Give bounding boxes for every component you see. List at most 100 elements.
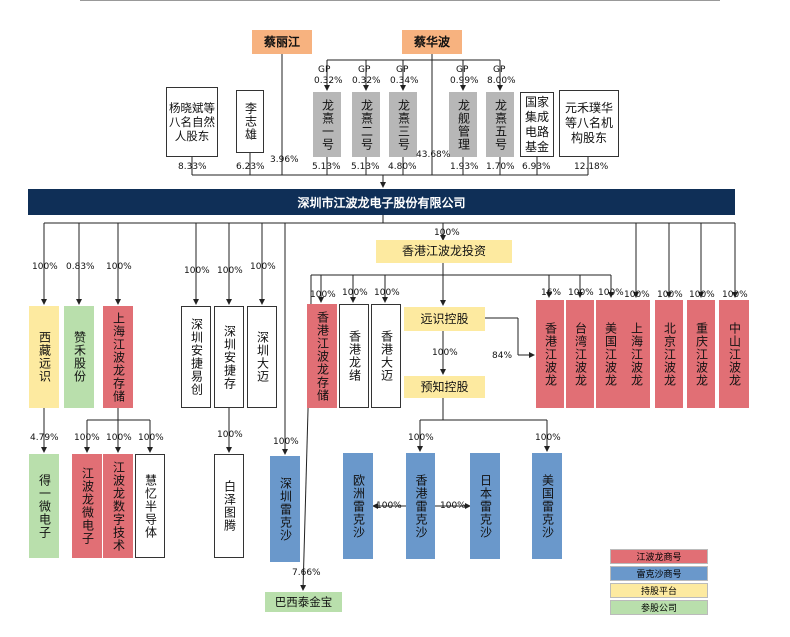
pct-jbl-micro: 100% [74, 433, 100, 443]
xizang-box: 西藏远识 [29, 306, 59, 408]
bj-jbl-box: 北京江波龙 [655, 300, 683, 408]
pct-deyi: 4.79% [30, 433, 59, 443]
pct-sz-anjieyichuang: 100% [184, 266, 210, 276]
hk-longxu-box: 香港龙绪 [339, 304, 369, 408]
pct-xizang: 100% [32, 262, 58, 272]
gp-label: GP [456, 65, 469, 75]
longxi5-box: 龙熹五号 [486, 92, 514, 157]
yang-xiaobin-box: 杨晓斌等八名自然人股东 [166, 87, 218, 157]
pct-eu-lexar: 100% [376, 501, 402, 511]
gp-pct: 0.32% [352, 76, 381, 86]
pct-yuanshi-right: 84% [492, 351, 513, 361]
jp-lexar-box: 日本雷克沙 [470, 453, 500, 559]
pct-hk-damai: 100% [374, 288, 400, 298]
baize-box: 白泽图腾 [214, 454, 244, 558]
pct-jp-lexar: 100% [440, 501, 466, 511]
us-jbl-box: 美国江波龙 [596, 300, 624, 408]
gp-pct: 0.32% [314, 76, 343, 86]
gp-label: GP [318, 65, 331, 75]
eu-lexar-box: 欧洲雷克沙 [343, 453, 373, 559]
pct-cai-huabo: 43.68% [416, 150, 451, 160]
pct-longxi5: 1.70% [486, 162, 515, 172]
pct-us-lexar: 100% [535, 433, 561, 443]
cai-huabo-box: 蔡华波 [402, 30, 462, 54]
pct-us-jbl: 100% [598, 288, 624, 298]
pct-hk-invest: 100% [434, 228, 460, 238]
yuzhi-box: 预知控股 [404, 376, 485, 398]
pct-sz-damai: 100% [250, 262, 276, 272]
pct-yuanshi-down: 100% [432, 348, 458, 358]
pct-hk-storage: 100% [310, 290, 336, 300]
yuanshi-box: 远识控股 [404, 307, 485, 331]
gp-pct: 0.99% [450, 76, 479, 86]
legend-platform: 持股平台 [610, 583, 708, 598]
pct-li: 6.23% [236, 162, 265, 172]
li-zhixiong-box: 李志雄 [236, 90, 264, 153]
shanghai-storage-box: 上海江波龙存储 [103, 306, 133, 408]
gp-label: GP [493, 65, 506, 75]
pct-tw-jbl: 100% [568, 288, 594, 298]
legend-lexar: 雷克沙商号 [610, 566, 708, 581]
national-fund-box: 国家集成电路基金 [520, 92, 554, 157]
pct-longxi3: 4.80% [388, 162, 417, 172]
hk-storage-box: 香港江波龙存储 [307, 304, 337, 408]
us-lexar-box: 美国雷克沙 [532, 453, 562, 559]
pct-sh-jbl: 100% [624, 290, 650, 300]
legend-affiliate: 参股公司 [610, 600, 708, 615]
pct-cq-jbl: 100% [689, 290, 715, 300]
brazil-box: 巴西泰金宝 [265, 592, 342, 612]
pct-baize: 100% [217, 430, 243, 440]
gp-label: GP [358, 65, 371, 75]
pct-zanhe: 0.83% [66, 262, 95, 272]
pct-national-fund: 6.93% [522, 162, 551, 172]
deyi-box: 得一微电子 [29, 454, 59, 558]
pct-hk-lexar: 100% [408, 433, 434, 443]
sz-anjiecun-box: 深圳安捷存 [214, 306, 244, 408]
pct-jbl-digital: 100% [106, 433, 132, 443]
pct-longxi1: 5.13% [312, 162, 341, 172]
cai-lijiang-box: 蔡丽江 [252, 30, 312, 54]
longxi3-box: 龙熹三号 [389, 92, 417, 157]
pct-yuanhe: 12.18% [574, 162, 609, 172]
pct-huiyi: 100% [138, 433, 164, 443]
gp-label: GP [396, 65, 409, 75]
jbl-digital-box: 江波龙数字技术 [103, 454, 133, 558]
pct-bj-jbl: 100% [657, 290, 683, 300]
pct-longxi2: 5.13% [351, 162, 380, 172]
gp-pct: 0.34% [390, 76, 419, 86]
hk-damai-box: 香港大迈 [371, 304, 401, 408]
pct-longjian: 1.93% [450, 162, 479, 172]
pct-zs-jbl: 100% [722, 290, 748, 300]
hk-invest-box: 香港江波龙投资 [376, 240, 512, 263]
pct-hk-longxu: 100% [342, 288, 368, 298]
top-rule [80, 0, 720, 1]
zanhe-box: 赞禾股份 [64, 306, 94, 408]
sz-anjieyichuang-box: 深圳安捷易创 [181, 306, 211, 408]
main-company: 深圳市江波龙电子股份有限公司 [28, 189, 735, 215]
sh-jbl-box: 上海江波龙 [622, 300, 650, 408]
pct-sz-lexar: 100% [273, 437, 299, 447]
pct-yang: 8.33% [178, 162, 207, 172]
tw-jbl-box: 台湾江波龙 [566, 300, 594, 408]
sz-lexar-box: 深圳雷克沙 [270, 456, 300, 562]
zs-jbl-box: 中山江波龙 [719, 300, 749, 408]
sz-damai-box: 深圳大迈 [247, 306, 277, 408]
huiyi-box: 慧忆半导体 [135, 454, 165, 558]
hk-jbl-box: 香港江波龙 [536, 300, 564, 408]
pct-cai-lijiang: 3.96% [270, 155, 299, 165]
yuanhe-box: 元禾璞华等八名机构股东 [559, 90, 619, 157]
pct-brazil: 7.66% [292, 568, 321, 578]
pct-shanghai-storage: 100% [106, 262, 132, 272]
longxi2-box: 龙熹二号 [352, 92, 380, 157]
pct-hk-jbl: 16% [541, 288, 562, 298]
cq-jbl-box: 重庆江波龙 [687, 300, 715, 408]
jbl-micro-box: 江波龙微电子 [72, 454, 102, 558]
longjian-box: 龙舰管理 [449, 92, 477, 157]
longxi1-box: 龙熹一号 [313, 92, 341, 157]
hk-lexar-box: 香港雷克沙 [406, 453, 435, 559]
pct-sz-anjiecun: 100% [217, 266, 243, 276]
gp-pct: 8.00% [487, 76, 516, 86]
legend-jbl: 江波龙商号 [610, 549, 708, 564]
